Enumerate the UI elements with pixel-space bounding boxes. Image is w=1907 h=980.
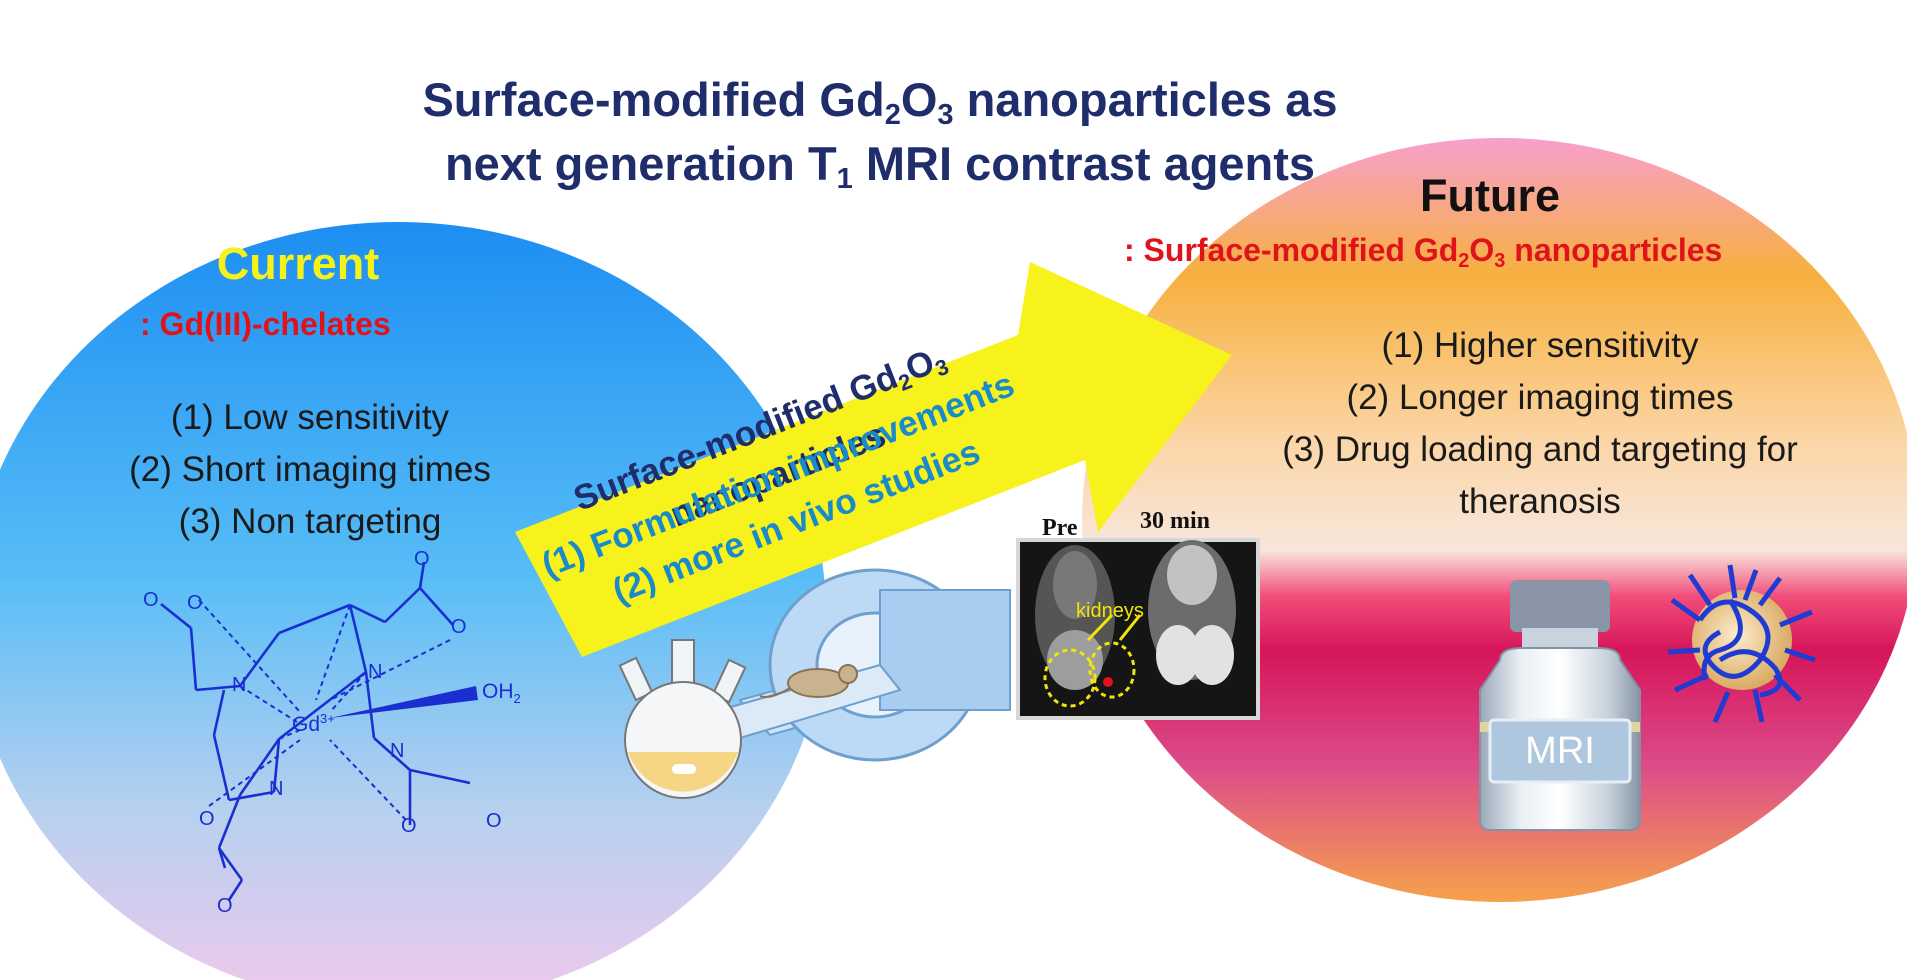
chelate-atom-n3: N — [269, 778, 284, 800]
future-item-1: (1) Higher sensitivity — [1381, 326, 1699, 365]
current-subtitle: : Gd(III)-chelates — [140, 306, 391, 342]
chelate-atom-o4: O — [451, 616, 467, 638]
scan-kidneys-label: kidneys — [1076, 600, 1144, 622]
nanoparticle-illustration — [1667, 564, 1816, 723]
chelate-atom-n4: N — [390, 740, 405, 762]
future-heading: Future — [1420, 170, 1560, 221]
title-line-2: next generation T1 MRI contrast agents — [444, 137, 1316, 195]
flask-illustration — [618, 639, 747, 799]
future-circle — [1082, 138, 1907, 902]
future-item-3: (3) Drug loading and targeting for — [1282, 430, 1798, 469]
current-item-3: (3) Non targeting — [178, 502, 442, 541]
scan-label-post: 30 min — [1140, 508, 1211, 534]
title-line-1: Surface-modified Gd2O3 nanoparticles as — [422, 73, 1338, 131]
mri-vial-illustration — [1479, 580, 1641, 831]
scan-label-pre: Pre — [1042, 515, 1078, 541]
vial-label: MRI — [1525, 730, 1595, 772]
chelate-atom-n1: N — [232, 674, 247, 696]
chelate-atom-o7: O — [401, 815, 417, 837]
current-list: (1) Low sensitivity (2) Short imaging ti… — [70, 392, 550, 548]
chelate-atom-o6: O — [217, 895, 233, 917]
chelate-atom-o3: O — [414, 548, 430, 570]
current-item-1: (1) Low sensitivity — [170, 398, 450, 437]
current-circle — [0, 222, 826, 980]
future-subtitle: : Surface-modified Gd2O3 nanoparticles — [1124, 232, 1723, 272]
chelate-atom-n2: N — [368, 661, 383, 683]
chelate-atom-o5: O — [199, 808, 215, 830]
current-item-2: (2) Short imaging times — [129, 450, 491, 489]
current-heading: Current — [216, 238, 380, 289]
future-item-2: (2) Longer imaging times — [1346, 378, 1734, 417]
chelate-atom-o1: O — [143, 589, 159, 611]
chelate-atom-o2: O — [187, 592, 203, 614]
mri-scan-images — [1016, 538, 1260, 720]
yellow-arrow — [515, 262, 1232, 657]
chelate-atom-o8: O — [486, 810, 502, 832]
chelate-water-ligand: OH2 — [482, 680, 521, 707]
chelate-gd-center: Gd3+ — [292, 711, 335, 736]
gd-chelate-structure — [160, 561, 478, 901]
page-title: Surface-modified Gd2O3 nanoparticles as … — [380, 68, 1380, 196]
mri-scanner-illustration — [718, 568, 1011, 762]
future-item-3-cont: theranosis — [1459, 482, 1621, 521]
future-list: (1) Higher sensitivity (2) Longer imagin… — [1230, 320, 1850, 528]
